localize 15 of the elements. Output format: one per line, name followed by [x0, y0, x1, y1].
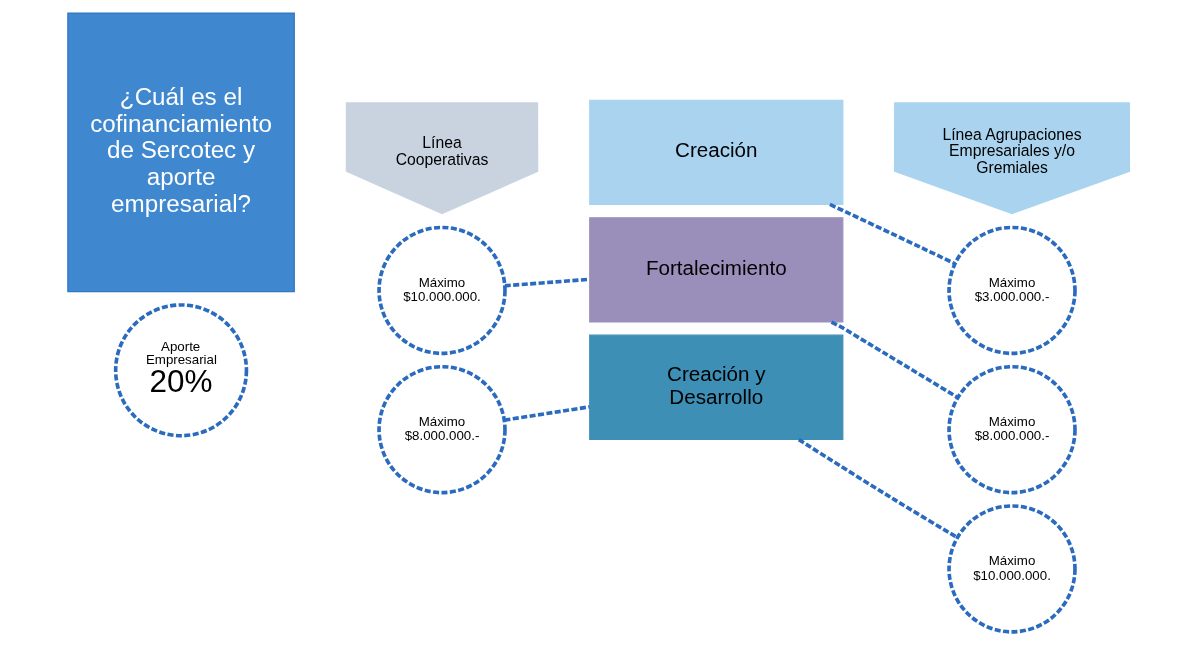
connector [830, 320, 958, 399]
node-circle: Máximo $8.000.000.- [376, 364, 507, 495]
node-circle: Máximo $8.000.000.- [946, 364, 1077, 495]
node-circle: Máximo $10.000.000. [946, 504, 1077, 634]
connector [503, 405, 590, 422]
node-box: Creación y Desarrollo [588, 334, 843, 440]
node-box: ¿Cuál es el cofinanciamiento de Sercotec y aporte empresarial? [66, 12, 295, 293]
connector [828, 202, 956, 266]
node-circle: Máximo $3.000.000.- [946, 225, 1077, 356]
connector [797, 438, 958, 539]
node-circle: Máximo $10.000.000. [376, 225, 507, 356]
node-box: Creación [588, 99, 843, 206]
connector [504, 277, 589, 288]
node-box: Fortalecimiento [588, 217, 843, 323]
node-circle: Aporte Empresarial 20% [113, 303, 248, 438]
